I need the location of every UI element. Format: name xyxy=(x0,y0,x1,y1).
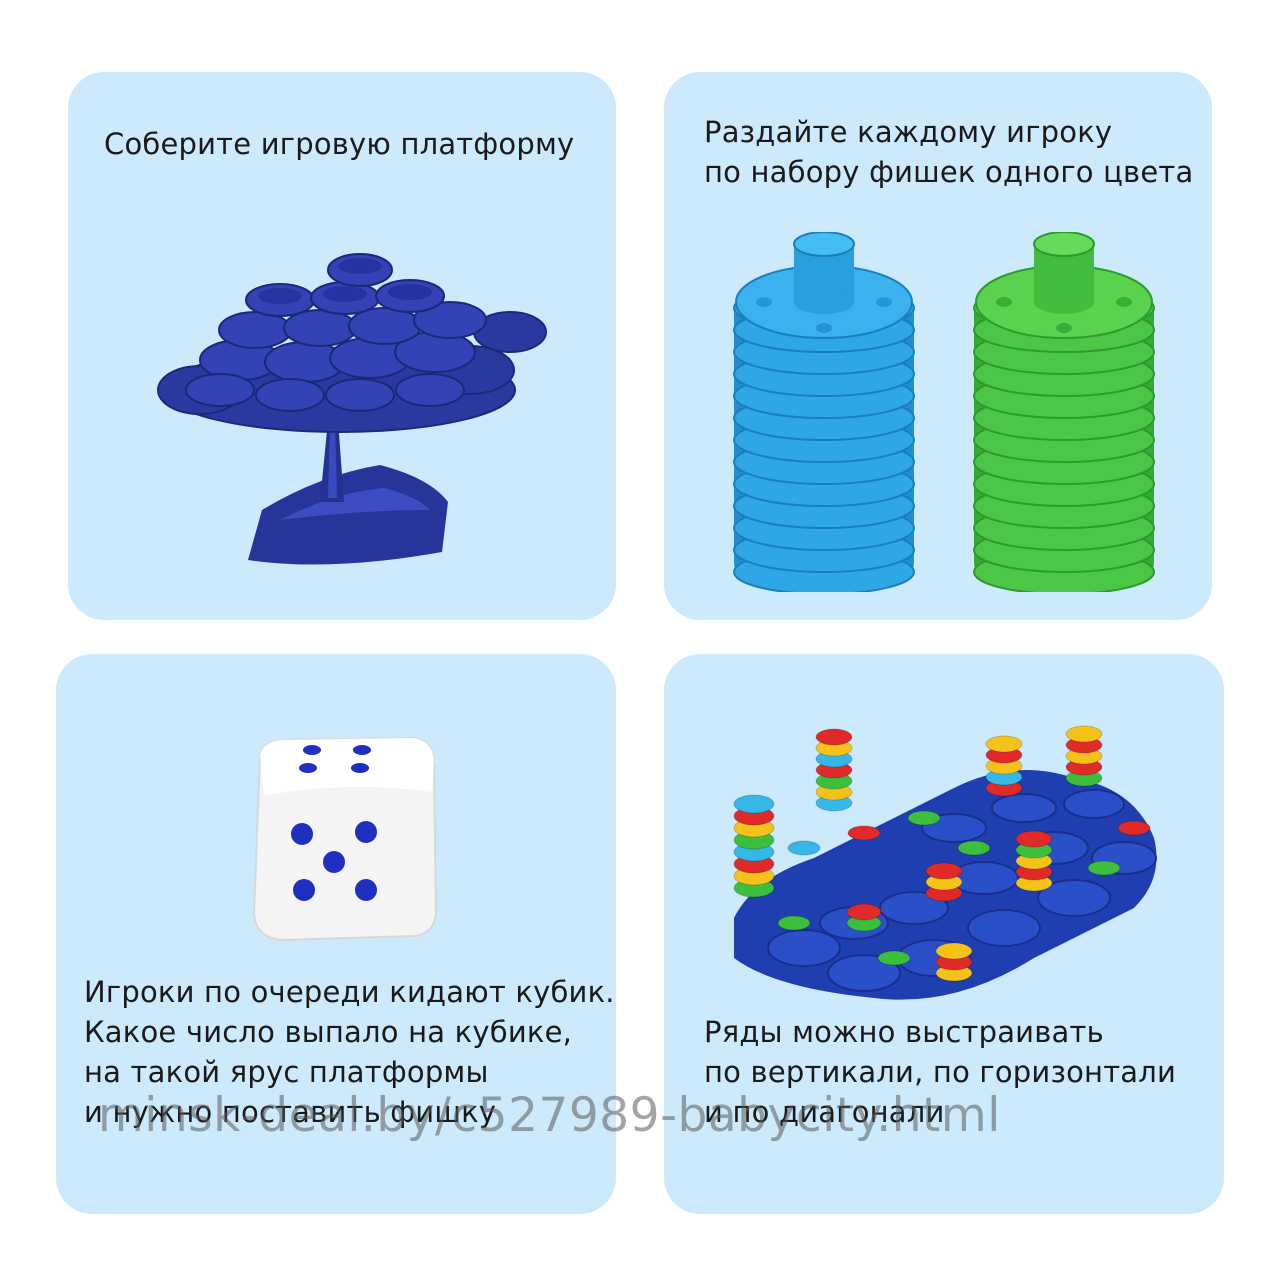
caption-line: Соберите игровую платформу xyxy=(104,127,575,161)
green-chip-stack xyxy=(973,232,1155,592)
panel-build-rows: Ряды можно выстраивать по вертикали, по … xyxy=(664,654,1224,1214)
caption-line: Игроки по очереди кидают кубик. xyxy=(84,975,615,1009)
caption-assemble-platform: Соберите игровую платформу xyxy=(104,124,574,164)
chip-stack xyxy=(1065,725,1103,787)
caption-line: на такой ярус платформы xyxy=(84,1055,489,1089)
panel-assemble-platform: Соберите игровую платформу xyxy=(68,72,616,620)
chip-stack xyxy=(935,942,973,982)
platform-with-chips-image xyxy=(733,725,1157,1000)
caption-line: и нужно поставить фишку xyxy=(84,1095,497,1129)
chip-stack xyxy=(985,735,1023,797)
caption-line: и по диагонали xyxy=(704,1095,945,1129)
caption-distribute-chips: Раздайте каждому игроку по набору фишек … xyxy=(704,112,1193,192)
chip-stack xyxy=(815,728,853,812)
watermark-text: minsk-deal.by/c527989-babycity.html xyxy=(98,1088,1001,1143)
tree-platform-image xyxy=(157,253,547,565)
panel-roll-dice: Игроки по очереди кидают кубик. Какое чи… xyxy=(56,654,616,1214)
chip-stack xyxy=(925,862,963,902)
caption-line: Раздайте каждому игроку xyxy=(704,115,1113,149)
caption-line: Какое число выпало на кубике, xyxy=(84,1015,573,1049)
dice-image xyxy=(252,736,438,942)
caption-roll-dice: Игроки по очереди кидают кубик. Какое чи… xyxy=(84,972,615,1132)
chip-stack xyxy=(846,903,882,932)
chip-stack xyxy=(1015,830,1053,892)
caption-line: по вертикали, по горизонтали xyxy=(704,1055,1177,1089)
chip-stack xyxy=(733,794,775,898)
caption-line: Ряды можно выстраивать xyxy=(704,1015,1104,1049)
chip-stacks-image xyxy=(733,232,1155,592)
caption-build-rows: Ряды можно выстраивать по вертикали, по … xyxy=(704,1012,1176,1132)
panel-distribute-chips: Раздайте каждому игроку по набору фишек … xyxy=(664,72,1212,620)
caption-line: по набору фишек одного цвета xyxy=(704,155,1194,189)
blue-chip-stack xyxy=(733,232,915,592)
